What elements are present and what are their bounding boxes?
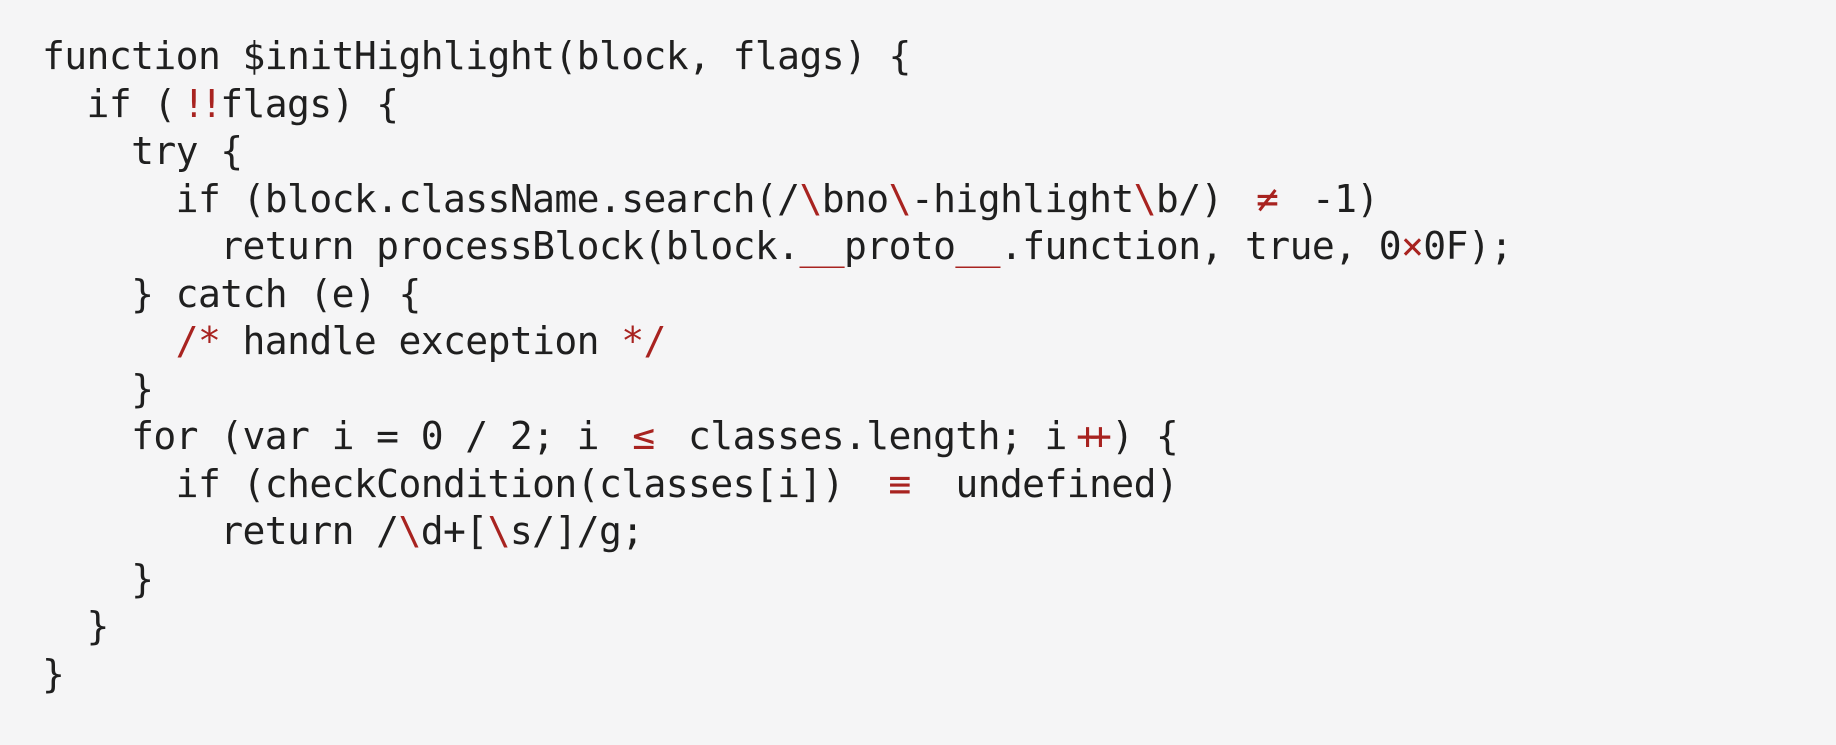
ligature-accent-glyph: /* [175,319,221,363]
ligature-accent-glyph: ≡ [888,461,912,506]
code-line: return /\d+[\s/]/g; [42,508,1836,556]
code-text [42,319,176,363]
ligature-accent-glyph: \ [1133,176,1157,221]
code-text: if ( [42,81,177,126]
code-text: undefined) [933,461,1179,506]
code-line: return processBlock(block.__proto__.func… [42,223,1836,271]
code-line: } [42,603,1836,651]
code-text: try { [42,129,243,173]
code-text: bno [821,176,889,221]
code-text: flags) { [220,81,399,126]
code-text: b/) [1155,176,1246,221]
ligature-accent-glyph: \ [799,176,822,221]
code-text: } [42,604,110,648]
code-line: } [42,651,1836,699]
code-text: } catch (e) { [42,271,421,316]
code-text: return processBlock(block. [42,224,800,268]
ligature-accent-glyph: \ [398,509,421,553]
ligature-accent-glyph: !! [182,81,223,126]
code-line: /* handle exception */ [42,318,1836,366]
code-text: if (checkCondition(classes[i]) [42,461,867,506]
ligature-accent-glyph: × [1400,224,1424,268]
code-line: } [42,366,1836,414]
code-line: } [42,556,1836,604]
ligature-accent-glyph: ≠ [1256,176,1279,221]
ligature-accent-glyph: ≤ [632,414,655,458]
code-block: function $initHighlight(block, flags) { … [42,33,1836,698]
ligature-accent-glyph: */ [621,319,666,363]
ligature-accent-glyph: \ [888,176,912,221]
code-line: try { [42,128,1836,176]
code-text: s/]/g; [509,509,644,553]
code-text: return / [42,509,399,553]
code-text: handle exception [220,319,622,363]
code-text: for (var i = 0 / 2; i [42,414,622,458]
code-text: -1) [1289,176,1379,221]
code-line: if (block.className.search(/\bno\-highli… [42,176,1836,224]
code-line: } catch (e) { [42,271,1836,319]
code-line: if (checkCondition(classes[i]) ≡ undefin… [42,461,1836,509]
code-text: -highlight [910,176,1134,221]
code-line: function $initHighlight(block, flags) { [42,33,1836,81]
ligature-accent-glyph: __ [955,224,1000,268]
code-text: classes.length; i [665,414,1067,458]
ligature-accent-glyph: ++ [1076,414,1112,458]
code-text: .function, true, 0 [999,224,1402,268]
code-text: } [42,366,154,411]
code-text: function $initHighlight(block, flags) { [42,34,911,78]
code-text: if (block.className.search(/ [42,176,800,221]
code-text: ) { [1111,414,1179,458]
code-text: } [42,651,65,696]
ligature-accent-glyph: __ [799,224,845,268]
code-line: if (!!flags) { [42,81,1836,129]
ligature-accent-glyph: \ [487,509,511,553]
code-text: d+[ [420,509,488,553]
code-text: 0F); [1423,224,1513,268]
code-text: } [42,556,154,601]
code-line: for (var i = 0 / 2; i ≤ classes.length; … [42,413,1836,461]
code-text: proto [844,224,956,268]
